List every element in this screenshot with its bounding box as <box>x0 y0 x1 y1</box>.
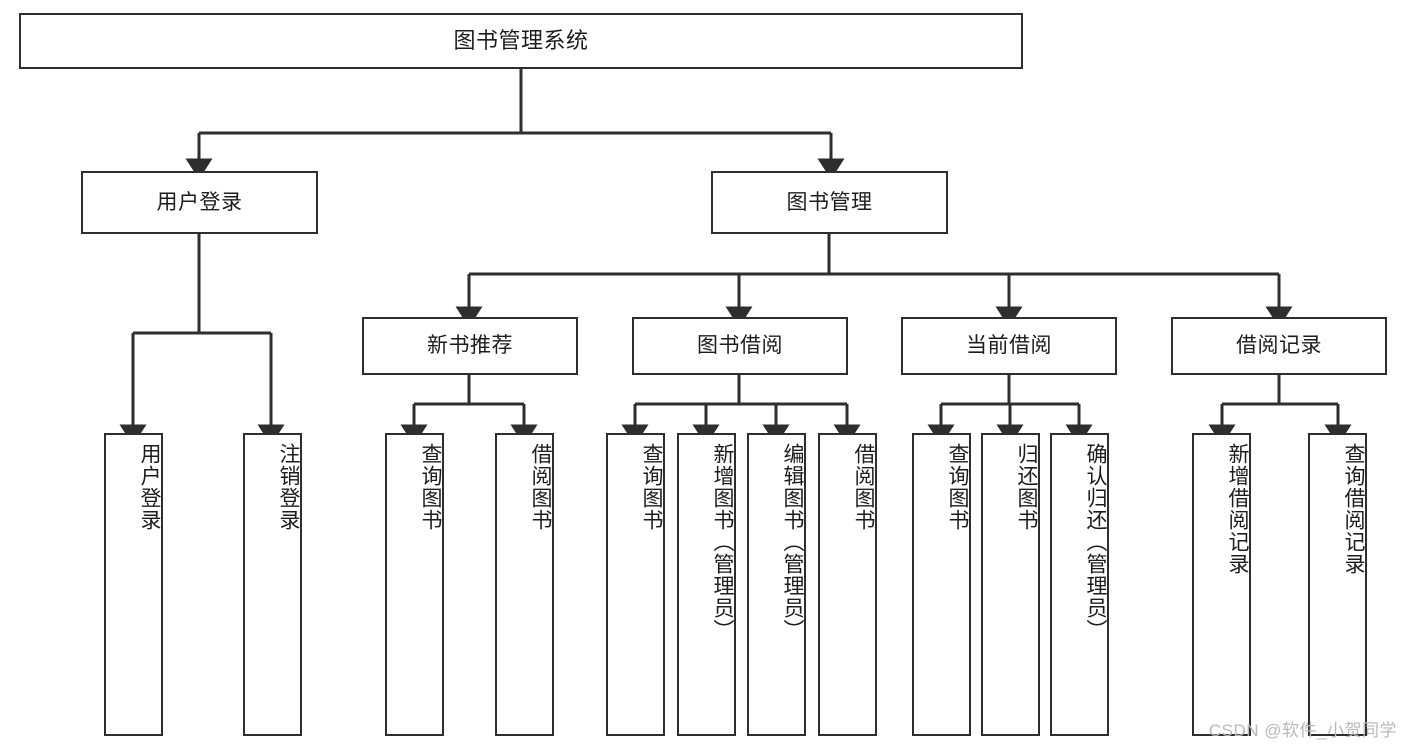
node-label: 用户登录 <box>156 190 243 214</box>
leaf-query-books-borrow[interactable]: 查询图书 <box>606 433 665 736</box>
leaf-return-books[interactable]: 归还图书 <box>981 433 1040 736</box>
node-label: 借阅图书 <box>529 443 552 531</box>
node-label: 图书借阅 <box>697 334 783 358</box>
node-label: 新书推荐 <box>427 334 513 358</box>
connectors-borrow-record <box>1208 375 1352 446</box>
node-label: 图书管理 <box>786 190 873 214</box>
node-label: 查询图书 <box>419 443 442 531</box>
leaf-query-books-rec[interactable]: 查询图书 <box>385 433 444 736</box>
node-borrow-record[interactable]: 借阅记录 <box>1171 317 1387 375</box>
leaf-add-borrow-record[interactable]: 新增借阅记录 <box>1192 433 1251 736</box>
node-label: 用户登录 <box>138 443 161 531</box>
node-label: 查询图书 <box>946 443 969 531</box>
connectors-root <box>185 69 845 180</box>
node-label: 当前借阅 <box>966 334 1052 358</box>
node-label: 新增图书（管理员） <box>711 443 734 641</box>
node-current-borrow[interactable]: 当前借阅 <box>901 317 1117 375</box>
node-label: 借阅图书 <box>852 443 875 531</box>
node-book-manage[interactable]: 图书管理 <box>711 171 948 234</box>
connectors-book-borrow <box>621 375 861 446</box>
connectors-current-borrow <box>927 375 1093 446</box>
node-label: 查询借阅记录 <box>1342 443 1365 575</box>
node-label: 新增借阅记录 <box>1226 443 1249 575</box>
node-new-book-recommendation[interactable]: 新书推荐 <box>362 317 578 375</box>
node-label: 查询图书 <box>640 443 663 531</box>
connectors-user-login <box>119 234 285 446</box>
node-user-login[interactable]: 用户登录 <box>81 171 318 234</box>
leaf-query-borrow-record[interactable]: 查询借阅记录 <box>1308 433 1367 736</box>
leaf-logout[interactable]: 注销登录 <box>243 433 302 736</box>
node-label: 注销登录 <box>277 443 300 531</box>
node-label: 图书管理系统 <box>453 27 589 53</box>
node-label: 确认归还（管理员） <box>1084 443 1107 641</box>
leaf-add-book-admin[interactable]: 新增图书（管理员） <box>677 433 736 736</box>
node-book-borrow[interactable]: 图书借阅 <box>632 317 848 375</box>
leaf-borrow-books-borrow[interactable]: 借阅图书 <box>818 433 877 736</box>
node-root-system[interactable]: 图书管理系统 <box>19 13 1023 69</box>
leaf-query-books-current[interactable]: 查询图书 <box>912 433 971 736</box>
leaf-edit-book-admin[interactable]: 编辑图书（管理员） <box>747 433 806 736</box>
node-label: 归还图书 <box>1015 443 1038 531</box>
leaf-borrow-books-rec[interactable]: 借阅图书 <box>495 433 554 736</box>
csdn-watermark: CSDN @软件_小贺同学 <box>1208 721 1397 740</box>
connectors-book-manage <box>455 234 1293 328</box>
leaf-confirm-return-admin[interactable]: 确认归还（管理员） <box>1050 433 1109 736</box>
node-label: 编辑图书（管理员） <box>781 443 804 641</box>
connectors-new-book-rec <box>400 375 538 446</box>
node-label: 借阅记录 <box>1236 334 1322 358</box>
leaf-user-login[interactable]: 用户登录 <box>104 433 163 736</box>
